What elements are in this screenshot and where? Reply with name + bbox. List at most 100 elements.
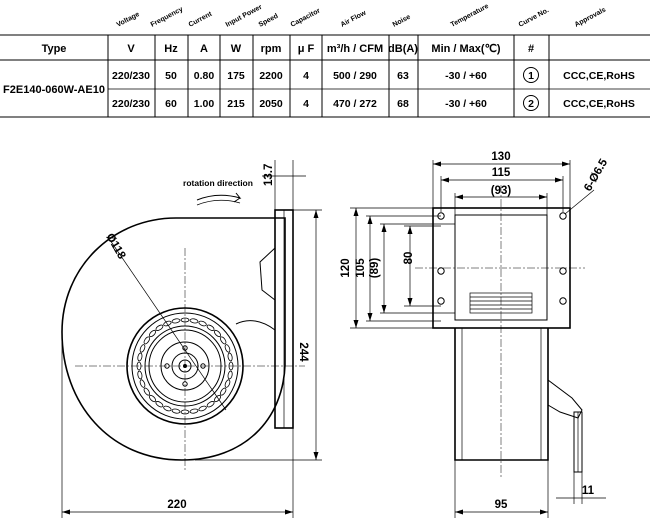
impeller-outer bbox=[126, 307, 244, 425]
unit-noise: dB(A) bbox=[388, 43, 418, 55]
header-frequency: Frequency bbox=[150, 6, 185, 29]
row1-temperature: -30 / +60 bbox=[445, 70, 487, 82]
blade-slot bbox=[224, 344, 231, 353]
blade-slot bbox=[171, 408, 181, 414]
blade-slot bbox=[136, 361, 142, 371]
blade-slot bbox=[206, 401, 215, 408]
row2-voltage: 220/230 bbox=[112, 98, 150, 110]
dim-width-220: 220 bbox=[167, 499, 186, 511]
column-headers: Voltage Frequency Current Input Power Sp… bbox=[116, 3, 608, 29]
unit-speed: rpm bbox=[261, 43, 282, 55]
header-input-power: Input Power bbox=[225, 4, 264, 29]
mount-hole bbox=[559, 297, 567, 305]
row2-noise: 68 bbox=[397, 98, 409, 110]
unit-temperature: Min / Max(℃) bbox=[431, 43, 501, 55]
blade-slot bbox=[213, 329, 222, 338]
blade-slot bbox=[148, 329, 157, 338]
header-noise: Noise bbox=[392, 14, 412, 29]
blade-slot bbox=[171, 318, 181, 324]
row1-airflow: 500 / 290 bbox=[333, 70, 377, 82]
unit-current: A bbox=[200, 43, 208, 55]
table-grid bbox=[0, 34, 650, 118]
motor-hub bbox=[160, 341, 210, 391]
header-air-flow: Air Flow bbox=[340, 9, 368, 28]
blade-slot bbox=[220, 387, 227, 396]
dim-diameter: Ø118 bbox=[103, 232, 127, 262]
unit-voltage: V bbox=[127, 43, 135, 55]
housing-body bbox=[454, 328, 549, 461]
header-speed: Speed bbox=[258, 13, 280, 29]
dim-flange-13-7: 13.7 bbox=[263, 164, 275, 186]
row1-voltage: 220/230 bbox=[112, 70, 150, 82]
blade-slot bbox=[155, 324, 164, 331]
unit-row: Type V Hz A W rpm μ F m³/h / CFM dB(A) M… bbox=[42, 43, 534, 55]
row2-approvals: CCC,CE,RoHS bbox=[563, 98, 635, 110]
dim-height-80: 80 bbox=[403, 252, 415, 265]
mount-hole bbox=[437, 267, 445, 275]
row2-power: 215 bbox=[227, 98, 245, 110]
shaft bbox=[178, 359, 192, 373]
unit-curve: # bbox=[528, 43, 534, 55]
blade-slot bbox=[224, 379, 231, 388]
blade-slot bbox=[228, 361, 234, 371]
blade-slot bbox=[143, 336, 150, 345]
dim-width-93: (93) bbox=[491, 185, 512, 197]
blade-slot bbox=[137, 370, 143, 380]
blade-slot bbox=[143, 387, 150, 396]
blade-slot bbox=[227, 370, 233, 380]
side-bracket bbox=[259, 247, 276, 301]
side-view: 130 115 (93) 6-Ø6.5 120 105 (89) bbox=[340, 151, 610, 518]
blade-slot bbox=[163, 405, 172, 412]
row2-speed: 2050 bbox=[259, 98, 283, 110]
blade-slot bbox=[180, 317, 190, 323]
dim-height-105: 105 bbox=[355, 258, 367, 278]
blade-slot bbox=[206, 324, 215, 331]
curve-badge-2 bbox=[523, 95, 539, 111]
mount-hole bbox=[559, 212, 567, 220]
impeller-inner bbox=[144, 325, 226, 407]
spec-table: Voltage Frequency Current Input Power Sp… bbox=[0, 3, 650, 118]
blade-slot bbox=[180, 409, 190, 415]
header-current: Current bbox=[188, 10, 214, 28]
blade-slot bbox=[139, 344, 146, 353]
diameter-leader bbox=[109, 239, 227, 411]
type-label: Type bbox=[42, 43, 67, 55]
unit-power: W bbox=[231, 43, 242, 55]
row2-curve: 2 bbox=[528, 98, 534, 110]
row2-airflow: 470 / 272 bbox=[333, 98, 377, 110]
row1-approvals: CCC,CE,RoHS bbox=[563, 70, 635, 82]
row1-capacitor: 4 bbox=[303, 70, 309, 82]
dim-width-115: 115 bbox=[492, 167, 511, 179]
dim-width-130: 130 bbox=[491, 151, 510, 163]
header-voltage: Voltage bbox=[116, 11, 141, 29]
blade-slot bbox=[139, 379, 146, 388]
volute-housing bbox=[61, 217, 286, 461]
front-view: Ø118 rotation direction 13.7 244 220 bbox=[61, 160, 322, 518]
unit-capacitor: μ F bbox=[298, 43, 315, 55]
row1-current: 0.80 bbox=[194, 70, 215, 82]
header-temperature: Temperature bbox=[450, 3, 490, 29]
dim-height-120: 120 bbox=[340, 258, 352, 277]
unit-frequency: Hz bbox=[164, 43, 178, 55]
blade-slot bbox=[148, 394, 157, 403]
row1-speed: 2200 bbox=[259, 70, 283, 82]
header-capacitor: Capacitor bbox=[290, 7, 322, 28]
blade-slot bbox=[137, 352, 143, 362]
dim-depth-95: 95 bbox=[495, 499, 508, 511]
row1-power: 175 bbox=[227, 70, 245, 82]
table-row-2: 220/230 60 1.00 215 2050 4 470 / 272 68 … bbox=[112, 95, 635, 111]
dim-height-244: 244 bbox=[297, 342, 309, 362]
dim-holes: 6-Ø6.5 bbox=[582, 157, 610, 194]
rotation-arrow bbox=[196, 192, 242, 203]
header-approvals: Approvals bbox=[574, 6, 608, 28]
dim-height-89: (89) bbox=[369, 258, 381, 279]
row2-frequency: 60 bbox=[165, 98, 177, 110]
blade-slot bbox=[198, 320, 207, 327]
mount-hole bbox=[559, 267, 567, 275]
dim-offset-11: 11 bbox=[582, 485, 595, 497]
mount-hole bbox=[437, 297, 445, 305]
row2-current: 1.00 bbox=[194, 98, 215, 110]
blade-slot bbox=[189, 318, 199, 324]
rotation-label: rotation direction bbox=[183, 178, 253, 188]
